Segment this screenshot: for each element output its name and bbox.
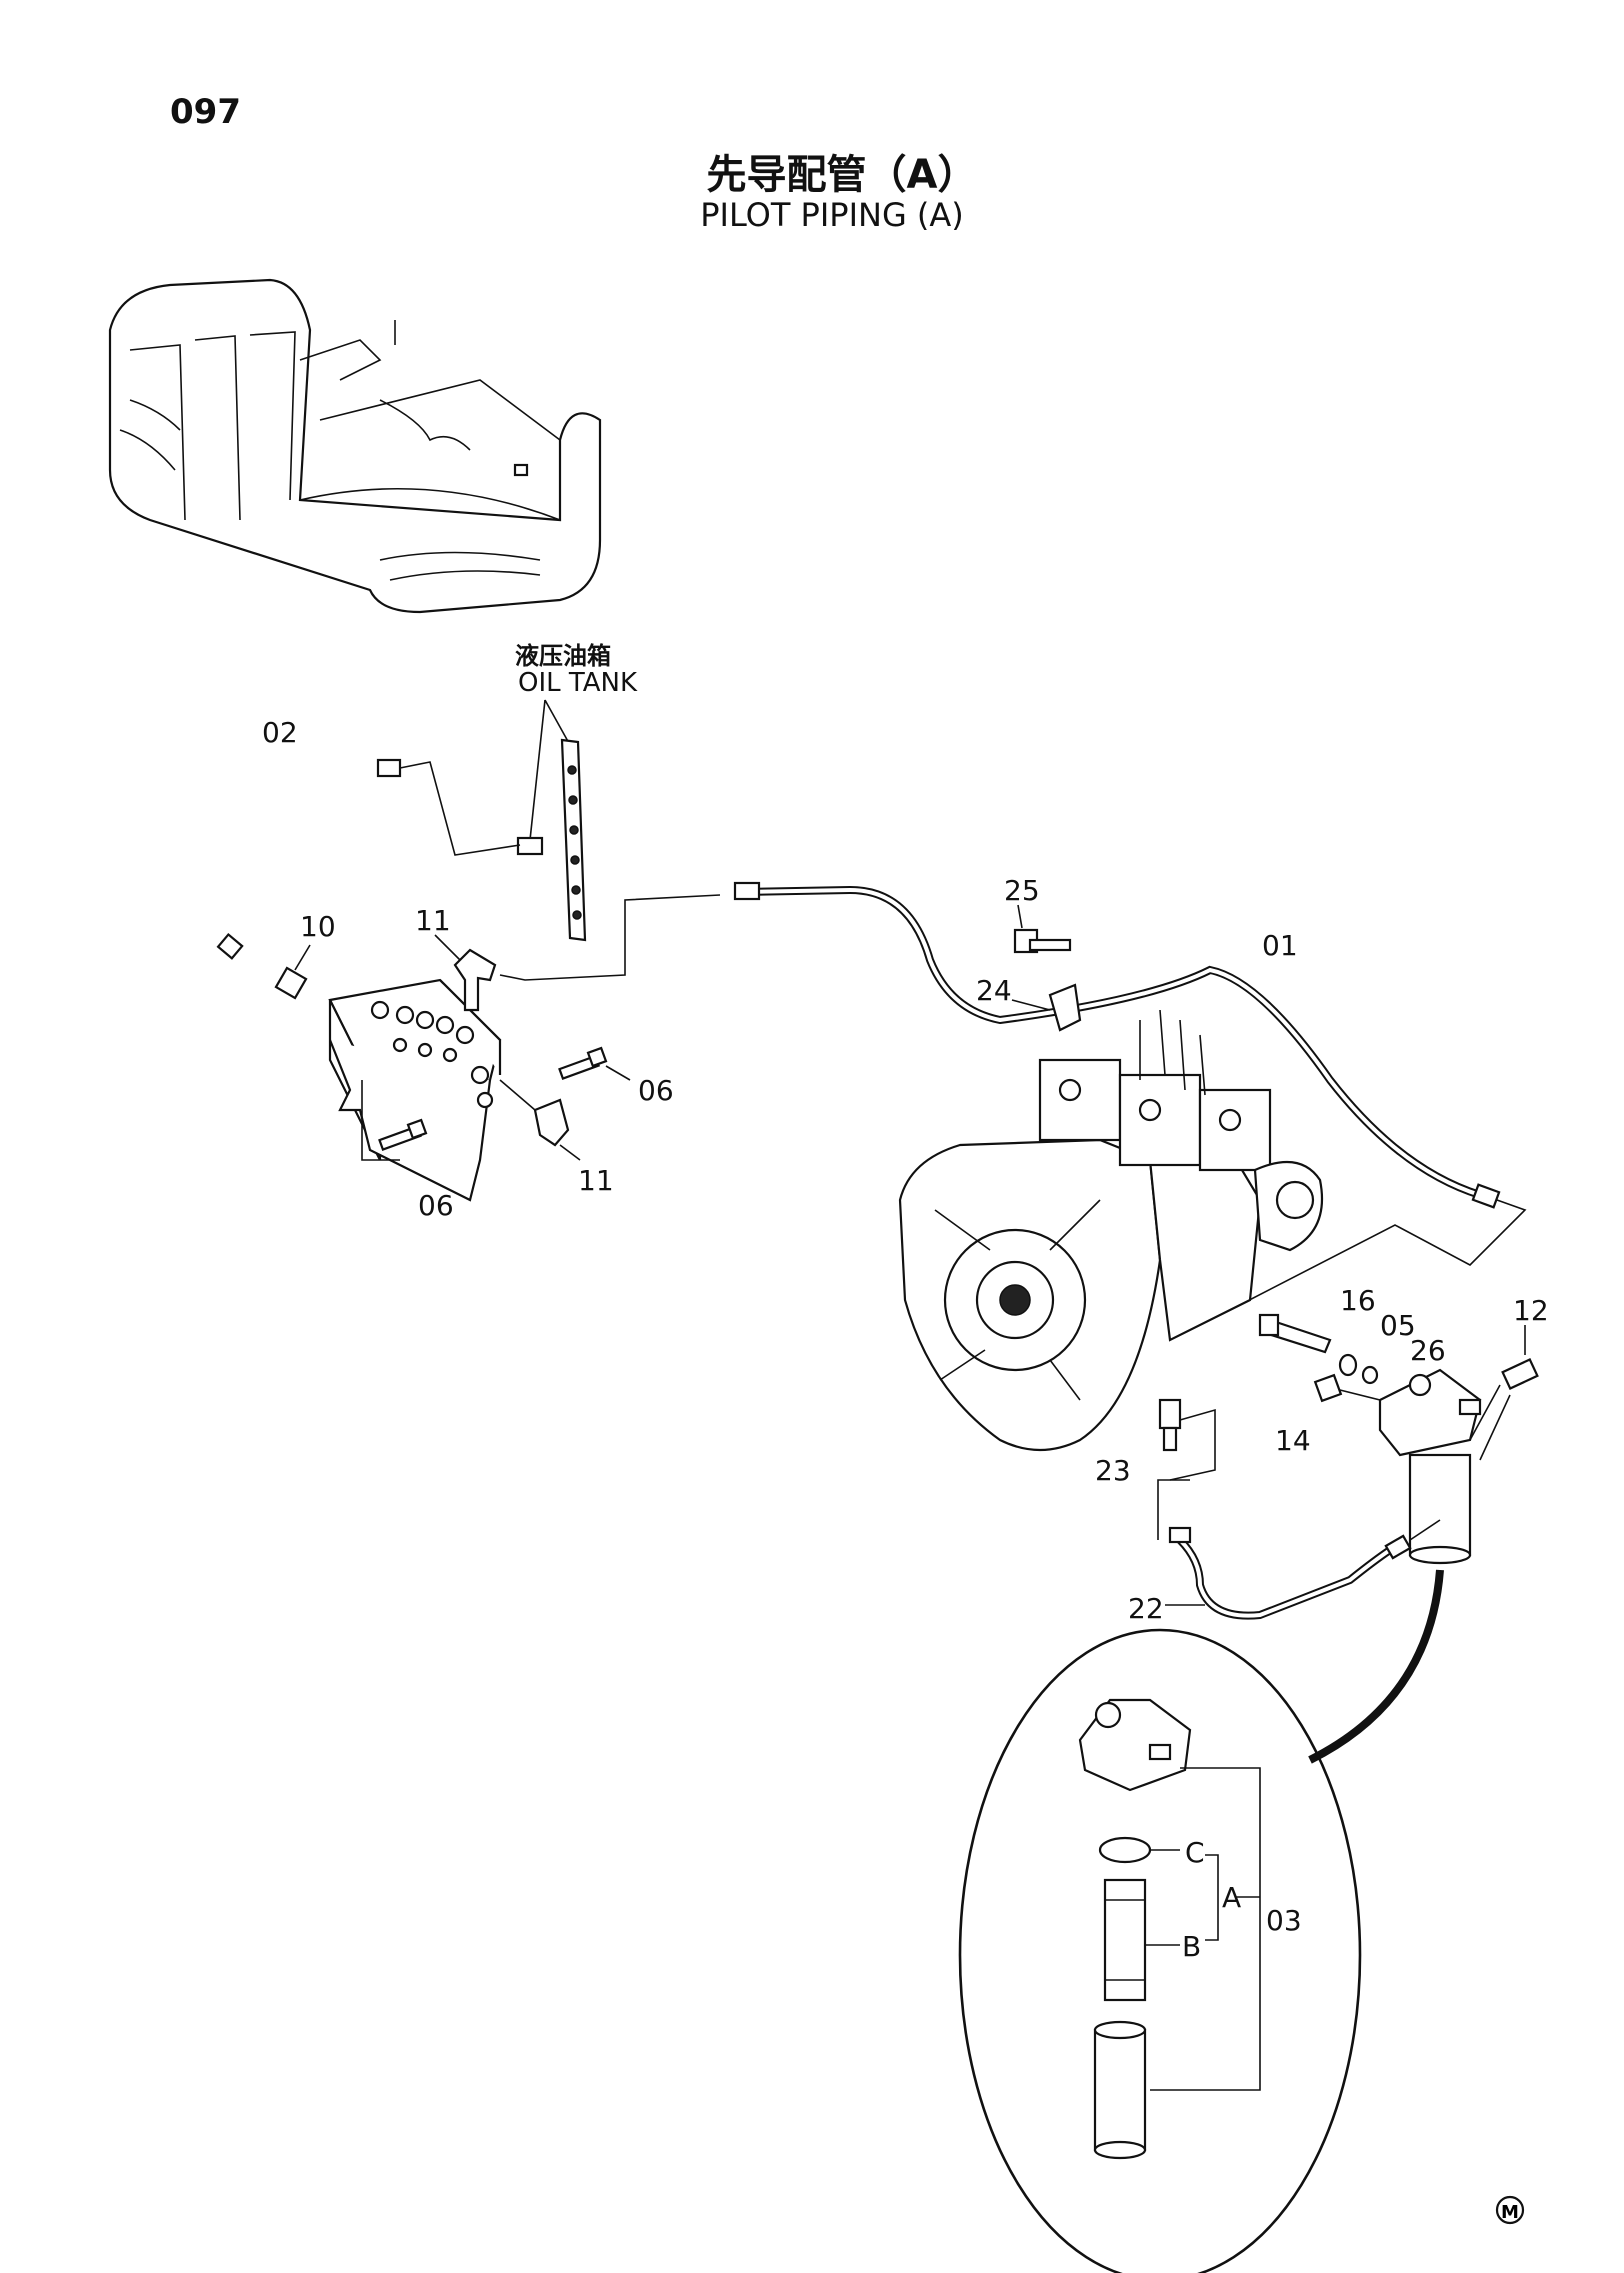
callout-14: 14: [1275, 1424, 1311, 1457]
washer-26: [1361, 1365, 1379, 1385]
bolt-06-upper: [558, 1046, 631, 1081]
pilot-filter-assembly: [1378, 1368, 1482, 1565]
fitting-12: [1469, 1325, 1539, 1461]
callout-05: 05: [1380, 1309, 1416, 1342]
washer-05: [1338, 1353, 1358, 1377]
page-number: 097: [170, 92, 241, 132]
elbow-11-upper: [434, 894, 721, 1012]
callout-11-upper: 11: [415, 904, 451, 937]
title-chinese: 先导配管（A）: [706, 152, 978, 198]
hose-01: [733, 881, 1527, 1311]
filter-detail-bubble: [958, 1569, 1444, 2273]
callout-22: 22: [1128, 1592, 1164, 1625]
bolt-06-lower: [361, 1080, 428, 1161]
callout-06-lower: 06: [418, 1189, 454, 1222]
bolt-25: [1013, 904, 1072, 954]
callout-01: 01: [1262, 929, 1298, 962]
callout-labels: 02 10 11 06 11 06 25 24 01 16 05 26 12 1…: [262, 716, 1549, 1963]
callout-a: A: [1222, 1881, 1241, 1914]
oil-tank-plate: [516, 699, 587, 942]
oil-tank-label-cn: 液压油箱: [515, 642, 611, 670]
hydraulic-pump-assembly: [898, 1009, 1324, 1452]
callout-23: 23: [1095, 1454, 1131, 1487]
fitting-14: [1313, 1373, 1381, 1403]
clamp-24: [1011, 983, 1082, 1032]
callout-11-lower: 11: [578, 1164, 614, 1197]
oil-tank-label-en: OIL TANK: [518, 668, 638, 698]
mark-letter: M: [1501, 2202, 1519, 2223]
callout-26: 26: [1410, 1334, 1446, 1367]
fitting-23: [1158, 1398, 1216, 1481]
callout-b: B: [1182, 1930, 1201, 1963]
callout-25: 25: [1004, 874, 1040, 907]
callout-12: 12: [1513, 1294, 1549, 1327]
excavator-overview-illustration: [108, 278, 602, 614]
hose-02: [202, 758, 521, 960]
title-english: PILOT PIPING (A): [700, 196, 964, 234]
fitting-10: [274, 944, 311, 1000]
hose-22: [1157, 1479, 1441, 1620]
callout-06-right: 06: [638, 1074, 674, 1107]
pilot-manifold: [328, 978, 502, 1202]
callout-c: C: [1185, 1836, 1205, 1869]
callout-16: 16: [1340, 1284, 1376, 1317]
callout-03: 03: [1266, 1904, 1302, 1937]
callout-02: 02: [262, 716, 298, 749]
callout-10: 10: [300, 910, 336, 943]
manufacturer-mark: M: [1495, 2195, 1525, 2225]
elbow-11-lower: [499, 1079, 581, 1161]
callout-24: 24: [976, 974, 1012, 1007]
bolt-16: [1258, 1313, 1332, 1354]
